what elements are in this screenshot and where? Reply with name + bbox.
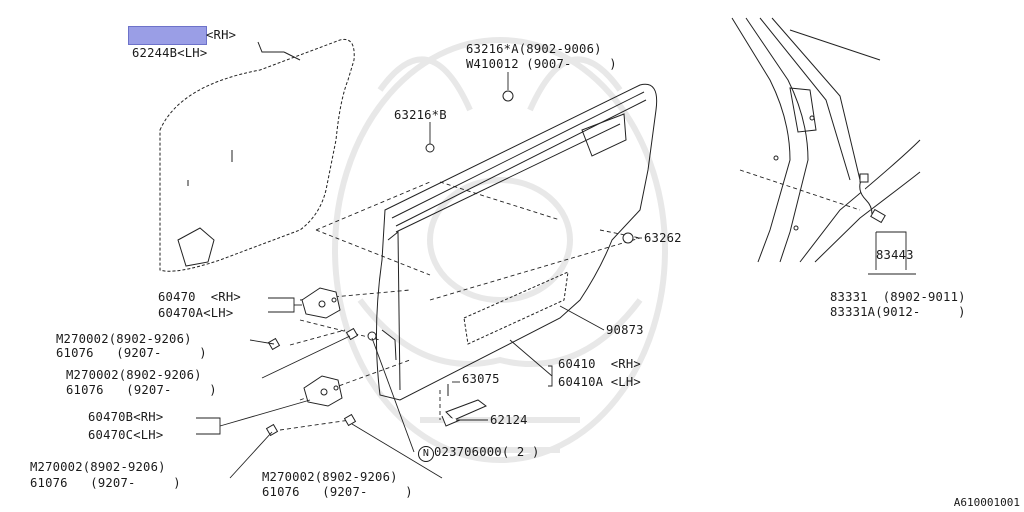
label-60470c-lh: 60470C<LH> [88, 428, 164, 442]
label-w410012: W410012 (9007- ) [466, 57, 617, 71]
vehicle-body-section [731, 17, 921, 263]
label-m270002-1: M270002(8902-9206) [56, 332, 192, 346]
label-61076-2: 61076 (9207- ) [66, 383, 217, 397]
label-90873: 90873 [606, 323, 644, 337]
label-61076-4: 61076 (9207- ) [262, 485, 413, 499]
label-63075: 63075 [462, 372, 500, 386]
label-023706000-text: 023706000( 2 ) [434, 445, 540, 459]
label-61076-3: 61076 (9207- ) [30, 476, 181, 490]
label-61076-1: 61076 (9207- ) [56, 346, 207, 360]
diagram-code: A610001001 [953, 496, 1020, 509]
label-83331a: 83331A(9012- ) [830, 305, 966, 319]
rear-door-shell [375, 83, 658, 401]
label-83331: 83331 (8902-9011) [830, 290, 966, 304]
door-checker [441, 384, 487, 427]
label-m270002-2: M270002(8902-9206) [66, 368, 202, 382]
label-60410a-lh: 60410A <LH> [558, 375, 641, 389]
label-63216b: 63216*B [394, 108, 447, 122]
courtesy-lamp-harness [859, 173, 886, 224]
highlighted-part-62244a[interactable] [128, 26, 207, 45]
label-m270002-3: M270002(8902-9206) [30, 460, 166, 474]
label-m270002-4: M270002(8902-9206) [262, 470, 398, 484]
upper-hinge [301, 287, 341, 319]
n-circle-icon: N [418, 446, 434, 462]
label-60470a-lh: 60470A<LH> [158, 306, 234, 320]
label-83443: 83443 [876, 248, 914, 262]
label-62124: 62124 [490, 413, 528, 427]
watermark-emblem [332, 37, 668, 463]
label-62244b-lh: 62244B<LH> [132, 46, 208, 60]
label-63216a: 63216*A(8902-9006) [466, 42, 602, 56]
label-63262: 63262 [644, 231, 682, 245]
label-60410-rh: 60410 <RH> [558, 357, 641, 371]
lower-hinge [303, 375, 343, 407]
label-60470b-rh: 60470B<RH> [88, 410, 164, 424]
door-trim-panel [159, 38, 355, 272]
label-62244a-rh: <RH> [206, 28, 237, 42]
label-60470-rh: 60470 <RH> [158, 290, 241, 304]
